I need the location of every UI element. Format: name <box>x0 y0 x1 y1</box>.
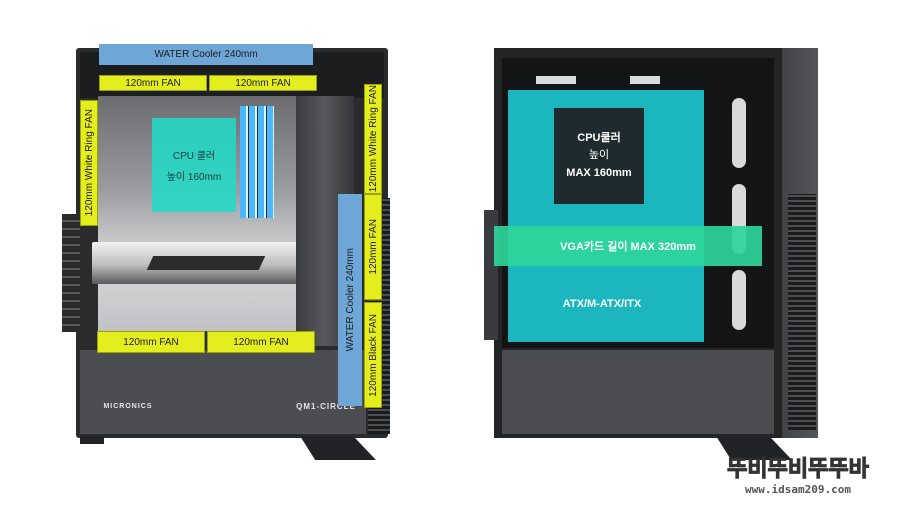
graphics-card-shroud <box>146 256 266 270</box>
board-label: ATX/M-ATX/ITX <box>562 298 642 310</box>
watermark: 뚜비뚜비뚜뚜바 www.idsam209.com <box>700 452 896 500</box>
vga-length-zone: VGA카드 길이 MAX 320mm <box>494 226 762 266</box>
watermark-title: 뚜비뚜비뚜뚜바 <box>727 456 870 482</box>
cpu-cooler-zone: CPU쿨러 높이 MAX 160mm <box>554 108 644 204</box>
model-logo: QM1-CIRCLE <box>296 401 356 411</box>
brand-logo: MICRONICS <box>103 402 153 410</box>
right-case: ATX/M-ATX/ITX CPU쿨러 높이 MAX 160mm VGA카드 길… <box>440 0 900 506</box>
water-cooler-top-label: WATER Cooler 240mm <box>99 44 313 65</box>
white-ring-fan-right-label: 120mm White Ring FAN <box>364 84 382 194</box>
psu-shroud <box>80 350 366 434</box>
top-vent-1 <box>536 76 576 84</box>
watermark-url: www.idsam209.com <box>745 482 851 496</box>
left-case: MICRONICS QM1-CIRCLE WATER Cooler 240mm … <box>0 0 440 506</box>
ram-sticks <box>240 106 274 218</box>
left-foot-rear <box>80 436 104 444</box>
top-vent-2 <box>630 76 660 84</box>
right-case-mesh <box>788 194 816 430</box>
fan-top-2-label: 120mm FAN <box>209 75 317 91</box>
black-ring-fan-label: 120mm Black FAN <box>364 302 382 408</box>
fan-bottom-1-label: 120mm FAN <box>97 331 205 353</box>
water-cooler-side-label: WATER Cooler 240mm <box>338 194 362 406</box>
fan-top-1-label: 120mm FAN <box>99 75 207 91</box>
fan-right-mid-label: 120mm FAN <box>364 194 382 300</box>
rear-bracket <box>62 214 80 332</box>
cable-cutout-1 <box>732 98 746 168</box>
fan-bottom-2-label: 120mm FAN <box>207 331 315 353</box>
right-psu-shroud <box>502 350 774 434</box>
white-ring-fan-left-label: 120mm White Ring FAN <box>80 100 98 226</box>
left-foot-front <box>300 436 376 460</box>
cable-cutout-3 <box>732 270 746 330</box>
cpu-cooler-label: CPU 쿨러 높이 160mm <box>152 118 236 212</box>
